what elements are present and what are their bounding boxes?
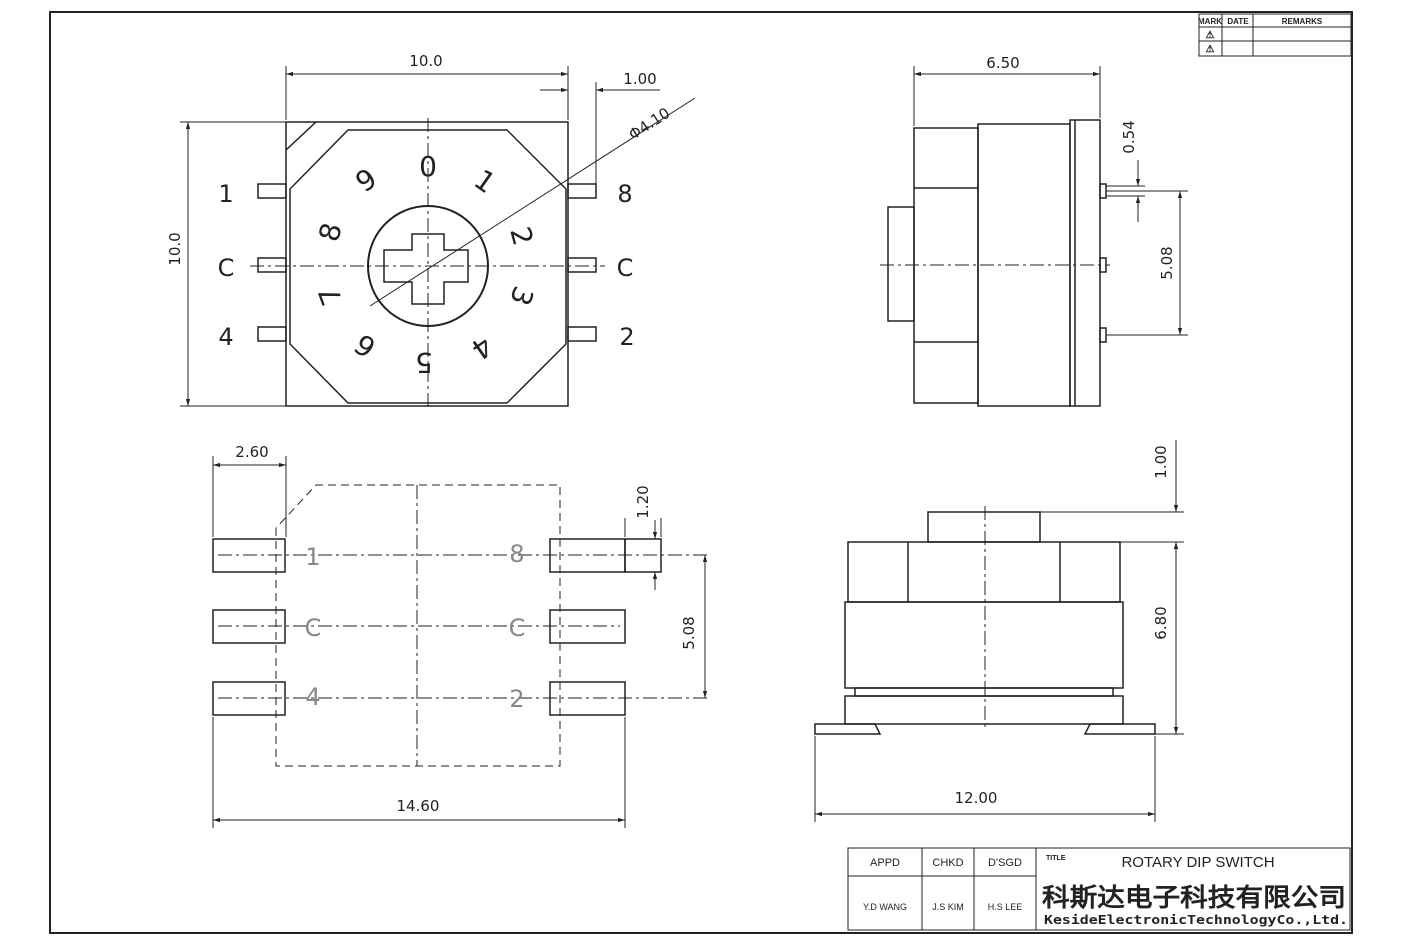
footprint-pad-length-dim: 2.60 (235, 443, 268, 461)
top-pin-label-right-2: 2 (619, 323, 634, 351)
top-lead-dim: 1.00 (623, 70, 656, 88)
footprint-view: 2.60 1.20 5.08 14.60 1 C 4 8 C 2 (212, 443, 710, 828)
title-label: TITLE (1046, 855, 1066, 862)
footprint-pitch-dim: 5.08 (680, 616, 698, 649)
company-name-en: KesideElectronicTechnologyCo.,Ltd. (1044, 913, 1348, 927)
drawing-title: ROTARY DIP SWITCH (1121, 854, 1274, 871)
dial-number-0: 0 (419, 150, 437, 183)
shaft-diameter-dim: Φ4.10 (625, 104, 673, 144)
footprint-pad-width-dim: 1.20 (634, 485, 652, 518)
chkd-name: J.S KIM (932, 902, 964, 912)
front-knob-dim: 1.00 (1152, 445, 1170, 478)
footprint-pin-label-left-4: 4 (305, 683, 320, 711)
top-pin-label-right-c: C (617, 254, 634, 282)
side-pitch-dim: 5.08 (1158, 246, 1176, 279)
footprint-total-dim: 14.60 (397, 797, 440, 815)
cross-slot (383, 233, 469, 305)
top-pin-label-left-c: C (218, 254, 235, 282)
dial-number-2: 2 (503, 223, 539, 249)
top-height-dim: 10.0 (166, 232, 184, 265)
top-width-dim: 10.0 (409, 52, 442, 70)
chkd-label: CHKD (932, 857, 963, 869)
side-pin-width-dim: 0.54 (1120, 120, 1138, 153)
drawing-frame (49, 11, 1353, 934)
footprint-pin-label-right-8: 8 (509, 540, 524, 568)
company-name-cn: 科斯达电子科技有限公司 (1042, 883, 1346, 912)
dial-number-9: 9 (350, 162, 384, 199)
footprint-pin-label-left-c: C (305, 614, 322, 642)
top-pin-label-right-8: 8 (617, 180, 632, 208)
dial-number-1: 1 (468, 163, 502, 200)
dial-number-3: 3 (503, 282, 540, 310)
revision-mark-icon: ⚠ (1206, 44, 1215, 55)
front-view: 1.00 6.80 12.00 (814, 440, 1184, 822)
dial-number-5: 5 (415, 346, 433, 379)
revision-header-remarks: REMARKS (1282, 17, 1323, 26)
revision-header-date: DATE (1227, 17, 1249, 26)
front-height-dim: 6.80 (1152, 606, 1170, 639)
footprint-pin-label-right-c: C (509, 614, 526, 642)
dial-number-8: 8 (312, 219, 348, 245)
revision-header-mark: MARK (1198, 17, 1222, 26)
side-view: 6.50 0.54 5.08 (880, 54, 1188, 407)
appd-name: Y.D WANG (863, 902, 907, 912)
dial-number-6: 6 (349, 327, 383, 364)
top-view: 10.0 10.0 1.00 Φ4.10 0 1 2 3 4 5 6 7 8 9… (166, 52, 696, 410)
front-width-dim: 12.00 (955, 789, 998, 807)
dsgd-label: D'SGD (988, 857, 1022, 869)
dsgd-name: H.S LEE (988, 902, 1023, 912)
top-view-octagon (289, 129, 567, 404)
footprint-pin-label-right-2: 2 (509, 685, 524, 713)
appd-label: APPD (870, 857, 900, 869)
top-pin-label-left-1: 1 (218, 180, 233, 208)
revision-table (1198, 13, 1352, 57)
dial-number-4: 4 (465, 329, 499, 366)
top-pin-label-left-4: 4 (218, 323, 233, 351)
dial-number-7: 7 (312, 282, 349, 310)
revision-mark-icon: ⚠ (1206, 30, 1215, 41)
title-block (847, 847, 1351, 931)
side-depth-dim: 6.50 (986, 54, 1019, 72)
footprint-pin-label-left-1: 1 (305, 543, 320, 571)
